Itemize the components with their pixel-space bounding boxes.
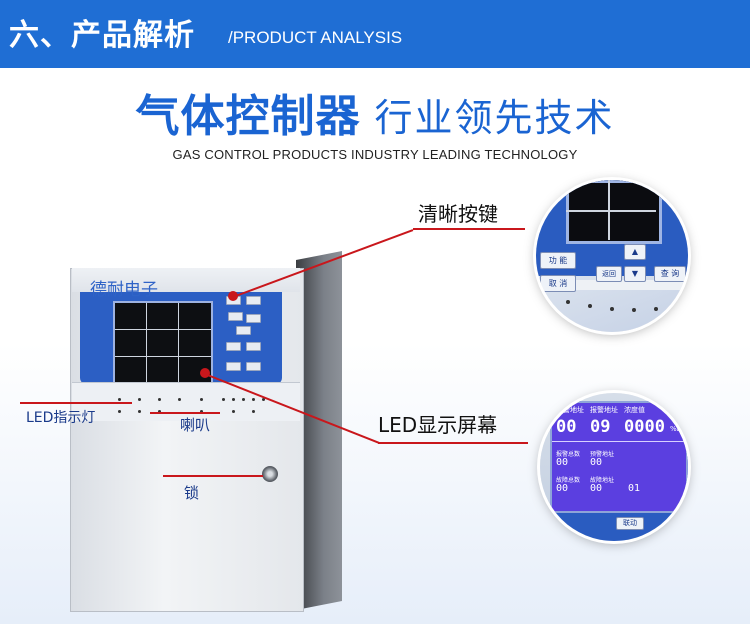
slogan-main: 气体控制器	[135, 91, 361, 142]
lcd-header-1: 报警地址	[556, 406, 584, 414]
callout-line-speaker	[150, 412, 220, 414]
lcd-label-1: 报警总数	[556, 451, 581, 458]
lcd-clock: 01	[628, 483, 641, 494]
callout-label-display: LED显示屏幕	[378, 413, 498, 437]
callout-line-led	[20, 402, 132, 404]
lcd-count-4: 00	[590, 483, 603, 494]
key-back: 返回	[596, 266, 622, 282]
callout-label-lock: 锁	[184, 484, 200, 502]
key-down: ▼	[624, 266, 646, 282]
lcd-count-3: 00	[556, 483, 569, 494]
key-up: ▲	[624, 244, 646, 260]
lcd-panel: 报警地址 报警地址 浓度值 00 09 0000 %LEL 报警总数 预警地址 …	[550, 401, 688, 513]
callout-dot-display	[200, 368, 210, 378]
device-top-band	[72, 268, 300, 292]
device-lcd-screen	[113, 301, 213, 385]
lcd-value-3: 0000	[624, 417, 665, 437]
callout-label-led: LED指示灯	[26, 410, 96, 426]
callout-line-lock	[163, 475, 263, 477]
callout-line-display-tail	[378, 442, 528, 444]
lcd-key-link: 联动	[616, 517, 644, 530]
keypad-zoom-view: 功 能 取 消 返回 查 询 ▲ ▼	[536, 180, 688, 332]
key-cancel: 取 消	[540, 275, 576, 292]
section-title-cn: 六、产品解析	[9, 18, 195, 53]
callout-dot-buttons	[228, 291, 238, 301]
lcd-label-3: 故障总数	[556, 477, 581, 484]
lcd-header-2: 报警地址	[590, 406, 618, 414]
lcd-header-3: 浓度值	[624, 406, 645, 414]
device-lock-keyhole	[262, 466, 278, 482]
slogan: 气体控制器行业领先技术	[0, 80, 750, 144]
callout-line-buttons-tail	[413, 228, 525, 230]
lcd-label-4: 故障地址	[590, 477, 615, 484]
callout-label-buttons: 清晰按键	[418, 202, 498, 226]
lcd-value-2: 09	[590, 417, 611, 437]
lcd-value-1: 00	[556, 417, 577, 437]
device-brand-text: 德耐电子	[90, 280, 158, 300]
device-indicator-strip	[72, 382, 300, 421]
section-title-en: /PRODUCT ANALYSIS	[228, 28, 403, 47]
display-zoom-view: 报警地址 报警地址 浓度值 00 09 0000 %LEL 报警总数 预警地址 …	[540, 393, 688, 541]
lcd-count-2: 00	[590, 457, 603, 468]
slogan-secondary: 行业领先技术	[374, 96, 615, 140]
subtitle-en: GAS CONTROL PRODUCTS INDUSTRY LEADING TE…	[172, 147, 578, 162]
lcd-count-1: 00	[556, 457, 569, 468]
key-query: 查 询	[654, 266, 686, 282]
key-function: 功 能	[540, 252, 576, 269]
callout-label-speaker: 喇叭	[180, 416, 211, 434]
lcd-unit: %LEL	[670, 425, 688, 433]
lcd-label-2: 预警地址	[590, 451, 615, 458]
section-header: 六、产品解析 /PRODUCT ANALYSIS	[0, 0, 750, 68]
